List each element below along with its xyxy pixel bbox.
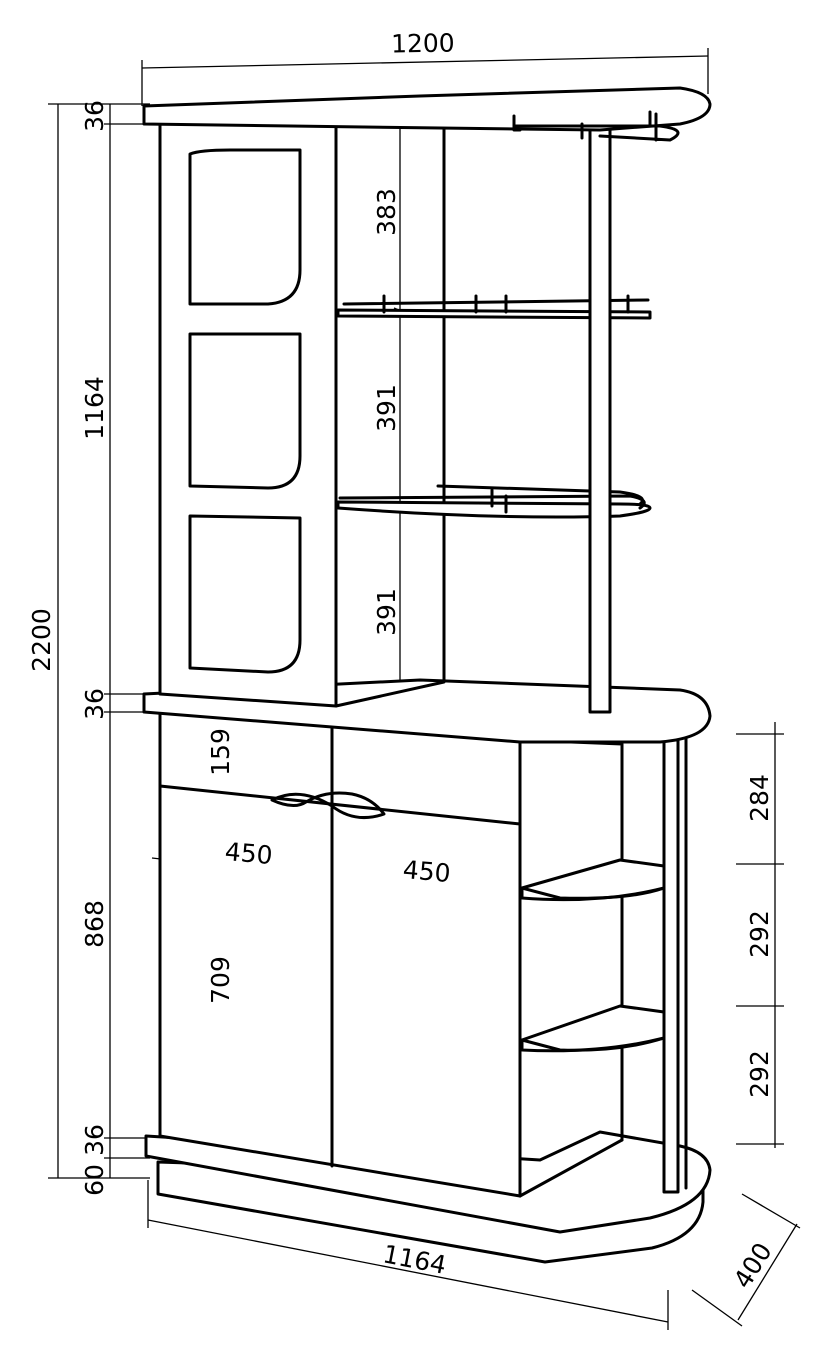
dim-door-width-right: 450 xyxy=(402,855,452,888)
dim-base-width: 1164 xyxy=(381,1239,449,1280)
dim-depth: 400 xyxy=(728,1238,778,1294)
dim-door-height: 709 xyxy=(206,956,235,1004)
glass-panel-top xyxy=(188,148,302,306)
dim-side-shelf-gap-middle: 292 xyxy=(745,910,774,958)
dim-bottom-thickness: 36 xyxy=(80,1124,109,1156)
glass-panel-bottom xyxy=(188,514,302,674)
dim-side-shelf-gap-bottom: 292 xyxy=(745,1050,774,1098)
dim-door-width-left: 450 xyxy=(224,837,274,870)
dim-lower-section-height: 868 xyxy=(80,900,109,948)
dim-shelf-gap-middle: 391 xyxy=(372,384,401,432)
dim-overall-width: 1200 xyxy=(391,28,455,58)
lower-cabinet xyxy=(158,710,522,1198)
dim-drawer-height: 159 xyxy=(206,728,235,776)
support-pole xyxy=(588,112,612,714)
dim-counter-thickness: 36 xyxy=(80,688,109,720)
drawer-handle xyxy=(270,791,386,820)
dim-shelf-gap-top: 383 xyxy=(372,188,401,236)
dim-upper-section-height: 1164 xyxy=(80,376,109,440)
upper-cabinet xyxy=(158,114,338,708)
dim-top-thickness: 36 xyxy=(80,100,109,132)
glass-panel-middle xyxy=(188,332,302,490)
shelf-upper xyxy=(336,308,652,320)
cabinet-outline xyxy=(142,86,712,1264)
dim-plinth-height: 60 xyxy=(80,1164,109,1196)
top-rail xyxy=(512,110,680,142)
dim-overall-height: 2200 xyxy=(27,608,56,672)
top-board xyxy=(142,86,712,132)
dim-side-shelf-gap-top: 284 xyxy=(745,774,774,822)
front-post xyxy=(662,738,680,1194)
dim-shelf-gap-bottom: 391 xyxy=(372,588,401,636)
